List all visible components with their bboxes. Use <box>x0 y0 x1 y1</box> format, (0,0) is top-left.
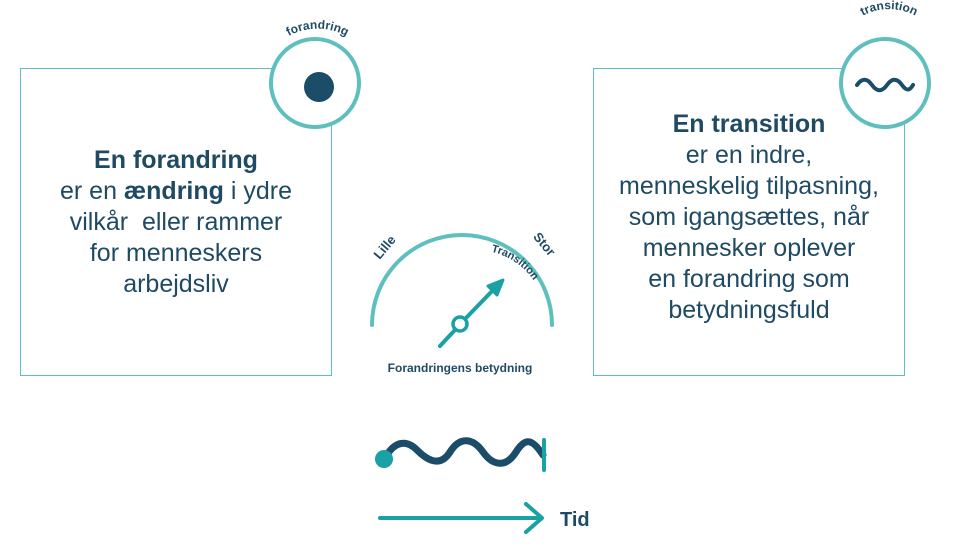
gauge-caption: Forandringens betydning <box>388 361 533 375</box>
transition-badge <box>839 37 931 129</box>
gauge-label-large: Stor <box>530 229 558 259</box>
gauge-arc <box>370 233 554 327</box>
gauge-needle <box>464 285 498 320</box>
transition-line-5: en forandring som <box>648 265 850 293</box>
forandring-line-4: arbejdsliv <box>123 270 229 298</box>
wave-icon <box>855 77 915 93</box>
transition-line-6: betydningsfuld <box>668 296 830 324</box>
transition-line-4: mennesker oplever <box>642 234 856 262</box>
transition-line-1: er en indre, <box>685 141 813 169</box>
gauge-needle-tail <box>438 329 456 348</box>
transition-line-2: menneskelig tilpasning, <box>619 172 879 200</box>
significance-gauge: Lille Stor Transition Forandringens bety… <box>370 229 559 375</box>
transition-title: En transition <box>672 110 826 138</box>
forandring-badge <box>269 37 361 129</box>
dot-icon <box>304 72 334 102</box>
gauge-pivot <box>451 315 469 333</box>
forandring-definition: En forandring er en ændring i ydre vilkå… <box>21 145 331 300</box>
forandring-line-3: for menneskers <box>89 239 263 267</box>
forandring-title: En forandring <box>94 146 258 174</box>
gauge-label-transition: Transition <box>490 243 541 283</box>
transition-line-3: som igangsættes, når <box>628 203 870 231</box>
transition-definition: En transition er en indre, menneskelig t… <box>594 109 904 326</box>
gauge-label-small: Lille <box>370 232 398 262</box>
forandring-line-1: er en ændring i ydre <box>59 177 293 205</box>
gauge-arrowhead <box>486 278 505 297</box>
time-label: Tid <box>560 509 590 531</box>
forandring-badge-label: forandring <box>284 18 352 39</box>
forandring-card: En forandring er en ændring i ydre vilkå… <box>20 68 332 376</box>
timeline-start-dot <box>375 450 393 468</box>
transition-card: En transition er en indre, menneskelig t… <box>593 68 905 376</box>
time-arrow: Tid <box>378 502 590 534</box>
forandring-line-2: vilkår eller rammer <box>69 208 283 236</box>
transition-badge-label: transition <box>858 0 920 18</box>
transition-timeline <box>375 437 547 472</box>
transition-wave <box>381 437 547 467</box>
time-arrow-head <box>524 502 544 534</box>
